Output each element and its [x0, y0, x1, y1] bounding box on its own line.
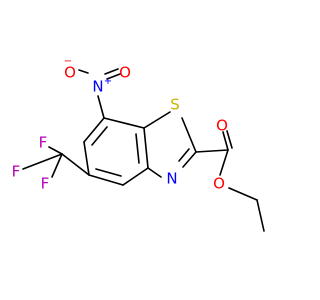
atom-f-top: F: [39, 134, 48, 152]
bond-n-o-right-2: [106, 73, 121, 80]
bond-s-c2: [181, 117, 197, 153]
bond-c5-c4-inner: [95, 168, 122, 177]
atom-o-left: O: [64, 64, 76, 82]
bond-c7-c7a: [103, 117, 145, 129]
bond-c3a-c7a-inner: [135, 133, 140, 164]
bond-c5-cf3: [61, 153, 90, 176]
bond-c7-c6-inner: [91, 126, 108, 146]
bond-carbonyl-c-o-1: [222, 131, 229, 151]
bond-n-o-right-1: [104, 68, 119, 75]
bond-ch2-ch3: [256, 199, 265, 232]
atom-n-nitro: N: [92, 78, 103, 96]
atom-f-bottom: F: [41, 175, 50, 193]
charge-minus: −: [64, 56, 72, 67]
atom-labels: O − N + O S N O O F F F: [12, 56, 228, 193]
bond-c4-c3a: [122, 167, 149, 186]
bond-c2-n: [182, 151, 197, 168]
bond-carbonyl-c-o-2: [226, 130, 233, 149]
bond-n-c7: [97, 95, 105, 119]
bond-c7-c6: [83, 117, 105, 143]
atom-o-carbonyl: O: [216, 117, 228, 135]
bond-carbonyl-c-ester-o: [219, 149, 229, 176]
bond-cf3-f-bottom: [51, 153, 63, 178]
bond-n-c3a: [147, 167, 162, 178]
atom-o-right: O: [119, 64, 131, 82]
bond-c2-carbonyl-c: [195, 149, 229, 153]
bond-c3a-c7a: [143, 127, 149, 169]
bond-cf3-f-top: [48, 146, 63, 155]
atom-s: S: [170, 96, 180, 114]
bond-c7a-s: [143, 111, 171, 129]
atom-o-ester: O: [213, 175, 225, 193]
bond-c5-c4: [88, 174, 124, 186]
bond-n-o-left: [78, 69, 89, 74]
molecule-structure: O − N + O S N O O F F F: [12, 56, 265, 232]
charge-plus: +: [104, 76, 112, 87]
atom-n-ring: N: [166, 170, 177, 188]
atom-f-left: F: [12, 163, 21, 181]
bond-c2-n-inner: [178, 148, 190, 162]
bond-cf3-f-left: [22, 153, 63, 170]
bond-ester-o-ch2: [228, 187, 258, 201]
bond-layer: [22, 68, 265, 232]
bond-c6-c5: [83, 141, 90, 176]
